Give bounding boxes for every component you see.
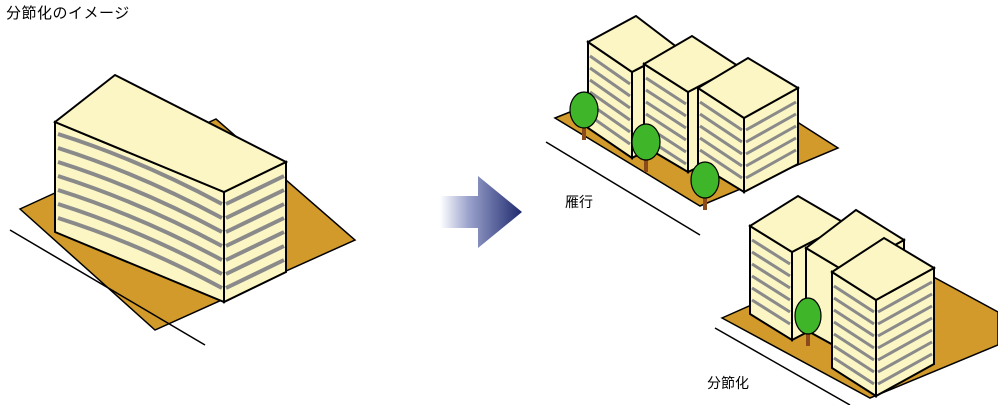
road-line-left <box>9 229 206 346</box>
tree-icon <box>794 297 822 346</box>
road-line-bunsetsu <box>714 327 851 405</box>
building-roof <box>53 73 289 194</box>
tree-icon <box>690 161 720 210</box>
tree-icon <box>631 123 661 172</box>
building-bunsetsu-3 <box>830 236 937 398</box>
bunsetsu-group <box>714 194 998 405</box>
arrow-icon <box>440 176 522 248</box>
ganko-group <box>545 14 840 236</box>
tree-icon <box>569 91 599 140</box>
large-building-group <box>9 73 357 346</box>
diagram-title: 分節化のイメージ <box>6 4 130 22</box>
label-bunsetsu: 分節化 <box>707 376 749 392</box>
road-line-ganko <box>545 141 701 236</box>
label-ganko: 雁行 <box>565 195 593 211</box>
building-ganko-3 <box>696 56 800 194</box>
